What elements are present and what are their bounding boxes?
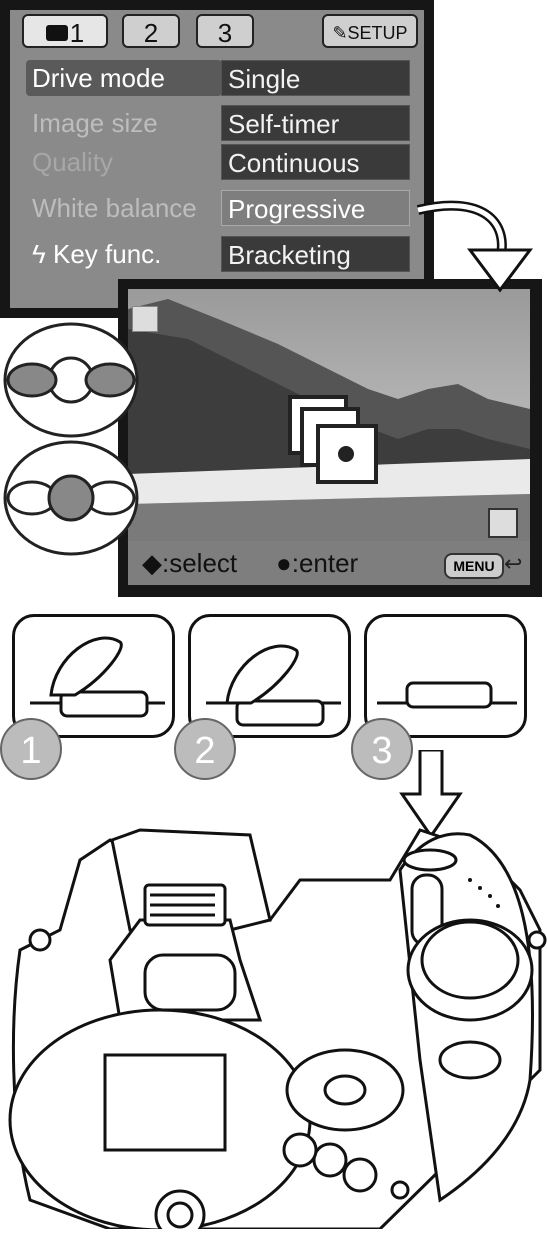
flash-icon: ϟ [32,239,53,269]
menu-item-image-size[interactable]: Image size [32,105,158,141]
step-number-1: 1 [0,718,62,780]
progressive-camera-icon [316,424,378,484]
controller-center [0,438,142,558]
tab-setup[interactable]: ✎SETUP [322,14,418,48]
tab-2[interactable]: 2 [122,14,180,48]
curved-arrow-icon [410,190,540,300]
menu-button[interactable]: MENU [444,553,504,579]
option-single[interactable]: Single [221,60,410,96]
left-right-arrows-icon: ◆ [142,548,162,578]
menu-item-white-balance[interactable]: White balance [32,190,197,226]
small-drive-icon [488,508,518,538]
center-dot-icon: ● [276,548,292,578]
enter-hint: ●:enter [276,548,358,579]
tab-3[interactable]: 3 [196,14,254,48]
menu-item-key-func[interactable]: ϟ Key func. [32,236,161,272]
wrench-icon: ✎ [332,23,347,43]
option-progressive[interactable]: Progressive [221,190,410,226]
option-self-timer[interactable]: Self-timer [221,105,410,141]
controller-left-right [0,320,142,440]
return-arrow-icon: ↩ [504,551,522,577]
menu-item-drive-mode[interactable]: Drive mode [32,60,165,96]
camera-illustration [0,820,547,1229]
option-continuous[interactable]: Continuous [221,144,410,180]
step-number-2: 2 [174,718,236,780]
tab-camera-1[interactable]: 1 [22,14,108,48]
option-bracketing[interactable]: Bracketing [221,236,410,272]
camera-icon [46,25,68,41]
menu-item-quality[interactable]: Quality [32,144,113,180]
select-hint: ◆:select [142,548,237,579]
